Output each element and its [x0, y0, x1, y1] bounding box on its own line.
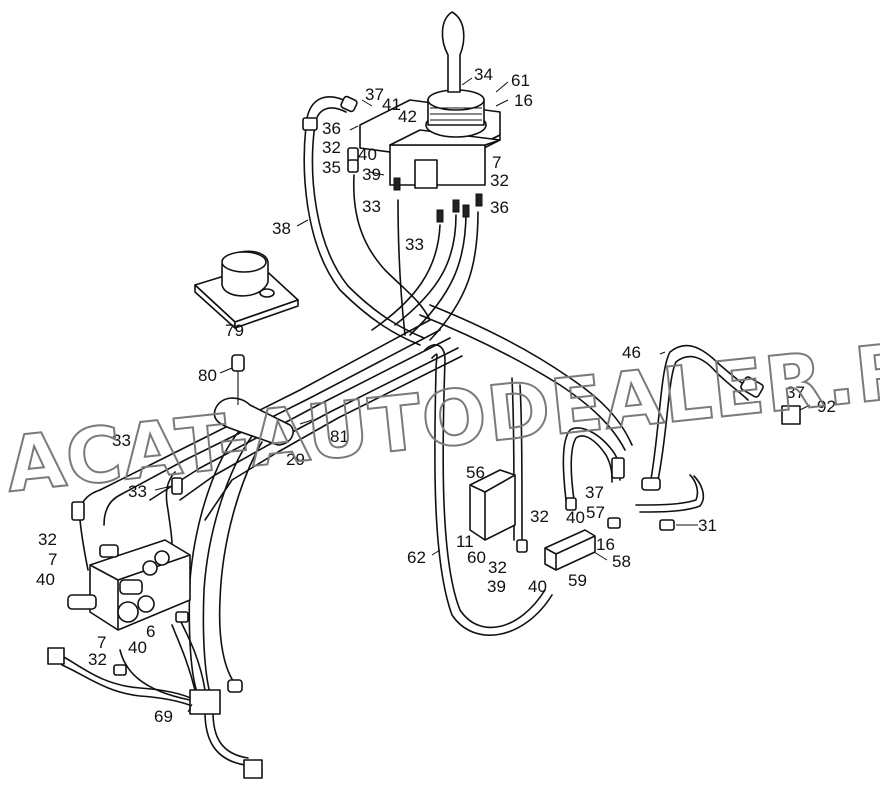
callout-16: 16 [596, 535, 615, 554]
callout-37: 37 [585, 483, 604, 502]
junction-69 [47, 647, 263, 779]
callout-40: 40 [128, 638, 147, 657]
callout-36: 36 [490, 198, 509, 217]
callout-40: 40 [528, 577, 547, 596]
callout-80: 80 [198, 366, 217, 385]
callout-7: 7 [48, 550, 57, 569]
callout-40: 40 [566, 508, 585, 527]
callout-36: 36 [322, 119, 341, 138]
callout-32: 32 [530, 507, 549, 526]
callout-34: 34 [474, 65, 493, 84]
callout-58: 58 [612, 552, 631, 571]
callout-29: 29 [286, 450, 305, 469]
callout-31: 31 [698, 516, 717, 535]
fittings [71, 95, 801, 693]
callout-60: 60 [467, 548, 486, 567]
callout-35: 35 [322, 158, 341, 177]
callout-38: 38 [272, 219, 291, 238]
valve-59 [544, 529, 596, 571]
bracket-79 [194, 250, 299, 329]
callout-39: 39 [487, 577, 506, 596]
callout-labels: 34 61 16 37 41 42 36 32 40 35 39 7 32 33… [36, 65, 836, 726]
callout-92: 92 [817, 397, 836, 416]
callout-32: 32 [488, 558, 507, 577]
callout-40: 40 [358, 145, 377, 164]
callout-32: 32 [322, 138, 341, 157]
callout-33: 33 [128, 482, 147, 501]
callout-41: 41 [382, 95, 401, 114]
callout-59: 59 [568, 571, 587, 590]
callout-32: 32 [88, 650, 107, 669]
callout-37: 37 [786, 383, 805, 402]
callout-42: 42 [398, 107, 417, 126]
callout-6: 6 [146, 622, 155, 641]
joystick-assembly [359, 11, 501, 189]
valve-block-6 [67, 539, 191, 631]
callout-32: 32 [38, 530, 57, 549]
callout-33: 33 [362, 197, 381, 216]
callout-57: 57 [586, 503, 605, 522]
callout-33: 33 [405, 235, 424, 254]
callout-33: 33 [112, 431, 131, 450]
callout-40: 40 [36, 570, 55, 589]
callout-7: 7 [492, 153, 501, 172]
callout-81: 81 [330, 427, 349, 446]
callout-62: 62 [407, 548, 426, 567]
callout-11: 11 [456, 532, 474, 551]
clamp-29 [213, 354, 294, 446]
callout-16: 16 [514, 91, 533, 110]
callout-46: 46 [622, 343, 641, 362]
callout-79: 79 [225, 321, 244, 340]
callout-39: 39 [362, 165, 381, 184]
callout-56: 56 [466, 463, 485, 482]
callout-69: 69 [154, 707, 173, 726]
callout-leaders [154, 77, 811, 713]
callout-32: 32 [490, 171, 509, 190]
bracket-56 [469, 469, 516, 541]
callout-61: 61 [511, 71, 530, 90]
callout-37: 37 [365, 85, 384, 104]
callout-7: 7 [97, 633, 106, 652]
